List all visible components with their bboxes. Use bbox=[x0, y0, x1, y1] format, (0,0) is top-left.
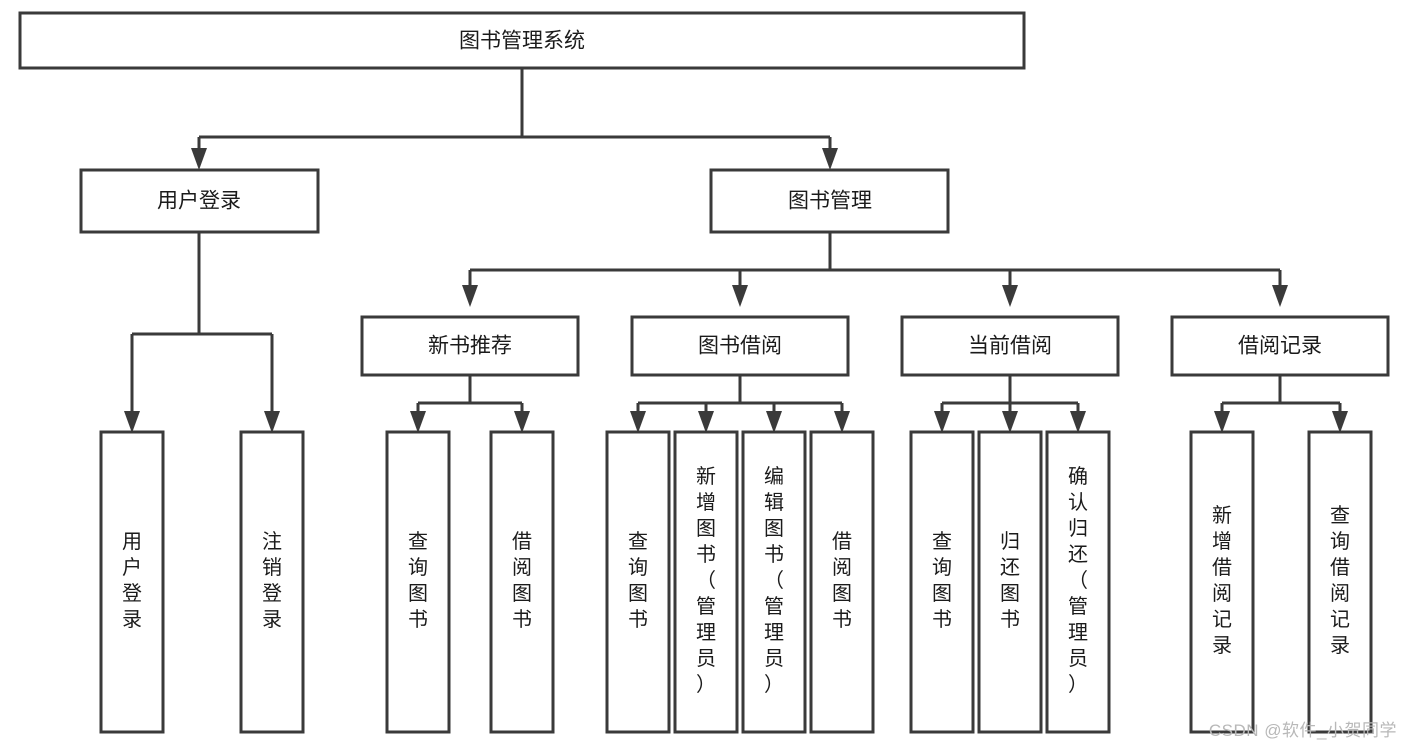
csdn-watermark: CSDN @软件_小贺同学 bbox=[1208, 721, 1397, 740]
node-new-book-recommend[interactable]: 新书推荐 bbox=[360, 315, 580, 377]
node-current-borrow-label: 当前借阅 bbox=[968, 335, 1052, 358]
node-leaf-user-logout[interactable]: 注销登录 bbox=[239, 430, 305, 734]
node-leaf-query-book-1-box[interactable] bbox=[385, 430, 451, 734]
node-leaf-user-logout-box[interactable] bbox=[239, 430, 305, 734]
node-user-login[interactable]: 用户登录 bbox=[79, 168, 320, 234]
arrowhead-leaf-confirm-return bbox=[1070, 411, 1086, 433]
node-new-book-recommend-box[interactable] bbox=[360, 315, 580, 377]
node-borrow-record-label: 借阅记录 bbox=[1238, 335, 1322, 358]
node-leaf-edit-book-label: 编辑图书（管理员） bbox=[764, 465, 784, 696]
arrowhead-leaf-query-book-2 bbox=[630, 411, 646, 433]
node-leaf-user-login-label: 用户登录 bbox=[122, 531, 142, 631]
node-borrow-record[interactable]: 借阅记录 bbox=[1170, 315, 1390, 377]
arrowhead-leaf-edit-book bbox=[766, 411, 782, 433]
node-leaf-add-book-box[interactable] bbox=[673, 430, 739, 734]
node-user-login-box[interactable] bbox=[79, 168, 320, 234]
node-leaf-edit-book[interactable]: 编辑图书（管理员） bbox=[741, 430, 807, 734]
node-leaf-query-record-box[interactable] bbox=[1307, 430, 1373, 734]
node-leaf-add-record[interactable]: 新增借阅记录 bbox=[1189, 430, 1255, 734]
node-leaf-borrow-book-1[interactable]: 借阅图书 bbox=[489, 430, 555, 734]
node-borrow-record-box[interactable] bbox=[1170, 315, 1390, 377]
node-root-label: 图书管理系统 bbox=[459, 30, 585, 53]
arrowhead-leaf-query-book-1 bbox=[410, 411, 426, 433]
node-leaf-borrow-book-2-label: 借阅图书 bbox=[832, 530, 852, 631]
arrowhead-leaf-return-book bbox=[1002, 411, 1018, 433]
node-leaf-query-book-1[interactable]: 查询图书 bbox=[385, 430, 451, 734]
node-current-borrow-box[interactable] bbox=[900, 315, 1120, 377]
node-leaf-query-book-2-box[interactable] bbox=[605, 430, 671, 734]
node-leaf-query-record-label: 查询借阅记录 bbox=[1330, 504, 1350, 657]
node-leaf-confirm-return[interactable]: 确认归还（管理员） bbox=[1045, 430, 1111, 734]
node-book-borrow-label: 图书借阅 bbox=[698, 335, 782, 358]
node-leaf-confirm-return-box[interactable] bbox=[1045, 430, 1111, 734]
node-current-borrow[interactable]: 当前借阅 bbox=[900, 315, 1120, 377]
node-book-borrow[interactable]: 图书借阅 bbox=[630, 315, 850, 377]
node-root-box[interactable] bbox=[18, 11, 1026, 70]
node-book-management[interactable]: 图书管理 bbox=[709, 168, 950, 234]
arrowhead-new-book-recommend bbox=[462, 285, 478, 307]
node-leaf-borrow-book-1-box[interactable] bbox=[489, 430, 555, 734]
node-leaf-add-book[interactable]: 新增图书（管理员） bbox=[673, 430, 739, 734]
node-new-book-recommend-label: 新书推荐 bbox=[428, 335, 512, 358]
leaf-layer: 用户登录 注销登录 查询图书 借阅图书 查询图书 新增图书（管理员） 编辑图书（… bbox=[99, 430, 1373, 734]
node-leaf-query-record[interactable]: 查询借阅记录 bbox=[1307, 430, 1373, 734]
node-leaf-borrow-book-1-label: 借阅图书 bbox=[512, 530, 532, 631]
node-book-management-box[interactable] bbox=[709, 168, 950, 234]
node-leaf-return-book[interactable]: 归还图书 bbox=[977, 430, 1043, 734]
node-leaf-confirm-return-label: 确认归还（管理员） bbox=[1068, 465, 1088, 696]
arrowhead-leaf-add-book bbox=[698, 411, 714, 433]
node-leaf-query-book-3-box[interactable] bbox=[909, 430, 975, 734]
node-leaf-query-book-2[interactable]: 查询图书 bbox=[605, 430, 671, 734]
arrowhead-user-login bbox=[191, 148, 207, 170]
connector-layer bbox=[124, 68, 1348, 433]
node-leaf-user-logout-label: 注销登录 bbox=[262, 530, 282, 631]
node-leaf-query-book-3-label: 查询图书 bbox=[932, 530, 952, 631]
node-leaf-query-book-2-label: 查询图书 bbox=[628, 530, 648, 631]
node-leaf-borrow-book-2[interactable]: 借阅图书 bbox=[809, 430, 875, 734]
node-user-login-label: 用户登录 bbox=[157, 190, 241, 213]
arrowhead-borrow-record bbox=[1272, 285, 1288, 307]
node-leaf-query-book-1-label: 查询图书 bbox=[408, 530, 428, 631]
arrowhead-leaf-borrow-book-1 bbox=[514, 411, 530, 433]
arrowhead-leaf-add-record bbox=[1214, 411, 1230, 433]
arrowhead-leaf-query-record bbox=[1332, 411, 1348, 433]
node-leaf-add-book-label: 新增图书（管理员） bbox=[696, 465, 716, 696]
arrowhead-leaf-query-book-3 bbox=[934, 411, 950, 433]
node-leaf-add-record-box[interactable] bbox=[1189, 430, 1255, 734]
arrowhead-leaf-user-logout bbox=[264, 411, 280, 433]
node-leaf-return-book-box[interactable] bbox=[977, 430, 1043, 734]
node-leaf-edit-book-box[interactable] bbox=[741, 430, 807, 734]
node-leaf-return-book-label: 归还图书 bbox=[1000, 530, 1020, 631]
node-book-borrow-box[interactable] bbox=[630, 315, 850, 377]
arrowhead-book-management bbox=[822, 148, 838, 170]
node-leaf-user-login-box[interactable] bbox=[99, 430, 165, 734]
arrowhead-current-borrow bbox=[1002, 285, 1018, 307]
node-leaf-query-book-3[interactable]: 查询图书 bbox=[909, 430, 975, 734]
node-root[interactable]: 图书管理系统 bbox=[18, 11, 1026, 70]
arrowhead-leaf-borrow-book-2 bbox=[834, 411, 850, 433]
arrowhead-leaf-user-login bbox=[124, 411, 140, 433]
node-leaf-user-login[interactable]: 用户登录 bbox=[99, 430, 165, 734]
node-book-management-label: 图书管理 bbox=[788, 190, 872, 213]
arrowhead-book-borrow bbox=[732, 285, 748, 307]
node-leaf-borrow-book-2-box[interactable] bbox=[809, 430, 875, 734]
node-leaf-add-record-label: 新增借阅记录 bbox=[1212, 504, 1232, 657]
